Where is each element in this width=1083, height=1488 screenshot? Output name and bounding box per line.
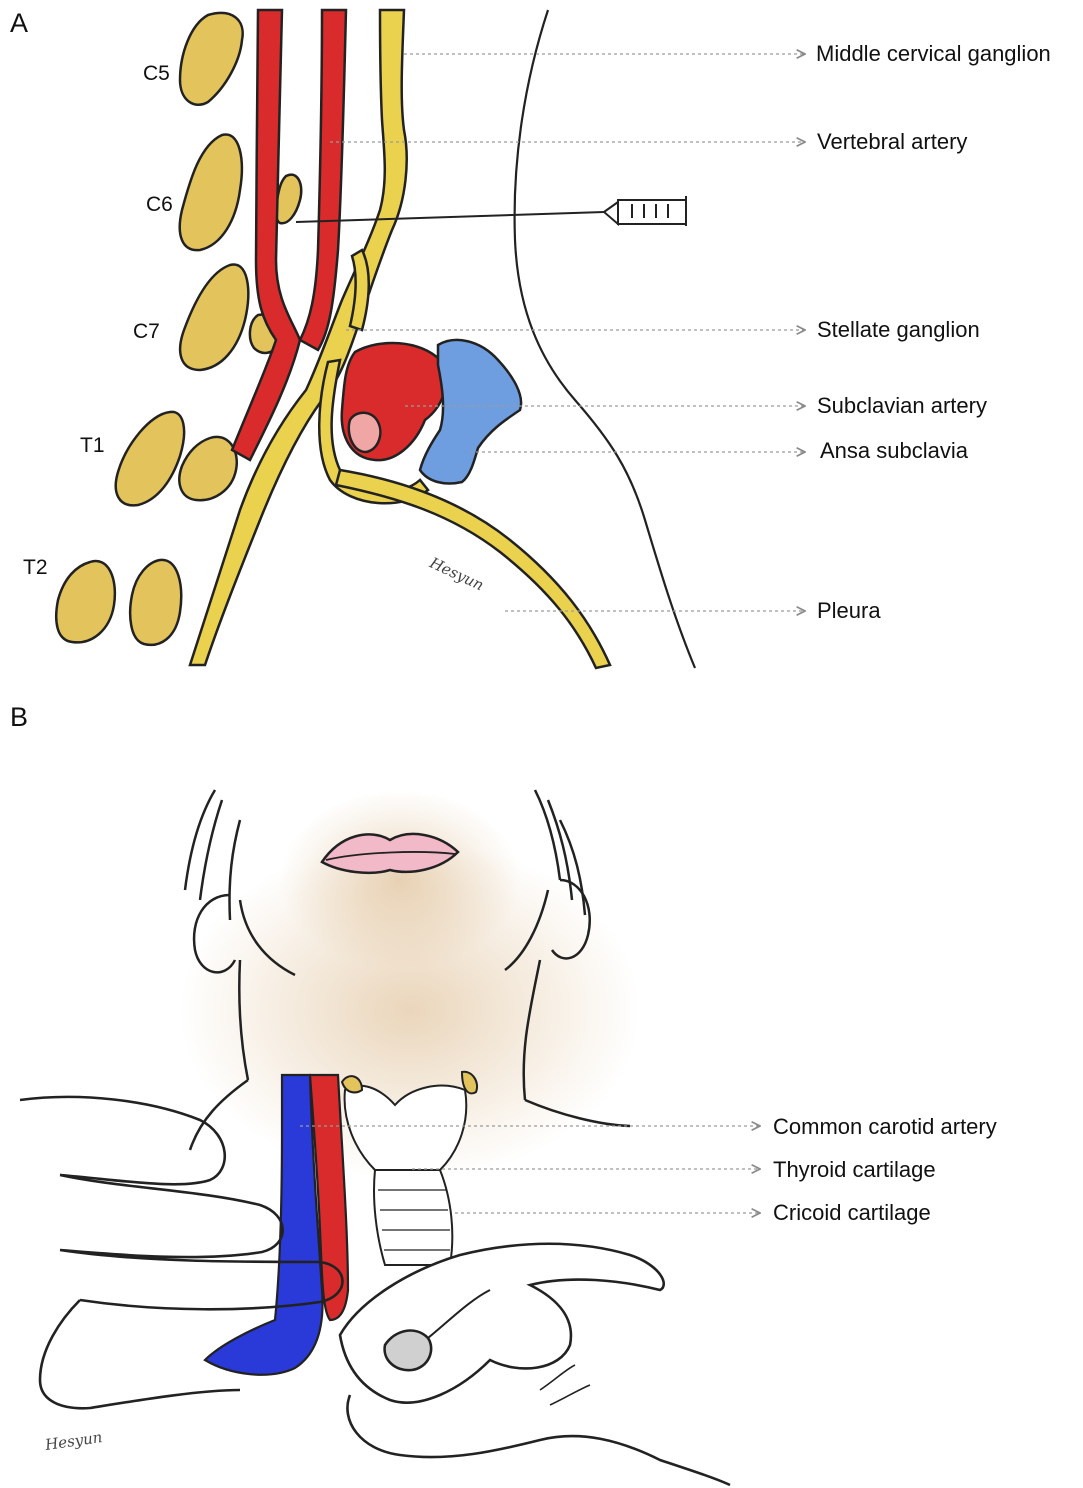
right-hand [340,1244,664,1403]
label-pleura: Pleura [817,598,881,624]
common-carotid-artery-a [232,10,300,460]
vertebra-t1-process [179,437,236,500]
vertebra-c6-process [276,175,301,224]
syringe-b [385,1331,432,1371]
label-thyroid-cartilage: Thyroid cartilage [773,1157,936,1183]
vertebra-c6 [180,134,242,250]
label-stellate-ganglion: Stellate ganglion [817,317,980,343]
panel-a-letter: A [10,8,28,39]
label-ansa-subclavia: Ansa subclavia [820,438,968,464]
subclavian-artery-lumen [349,413,381,452]
vertebra-label-t2: T2 [23,556,48,580]
right-hand-lower [347,1395,730,1485]
arteries-panel-a [232,10,446,460]
panel-b-letter: B [10,702,28,733]
vertebra-t2-left [56,561,115,642]
vertebra-label-c6: C6 [146,193,173,217]
vertebra-c5 [180,13,243,105]
vertebral-artery-a [300,10,346,350]
vertebra-label-c7: C7 [133,320,160,344]
vertebra-label-t1: T1 [80,434,105,458]
cricoid-cartilage-shape [374,1170,452,1265]
label-common-carotid-artery: Common carotid artery [773,1114,997,1140]
chin-shading [280,790,520,970]
label-subclavian-artery: Subclavian artery [817,393,987,419]
vertebra-c7 [180,264,248,370]
panel-b-drawing [20,790,760,1485]
label-middle-cervical-ganglion: Middle cervical ganglion [816,41,1051,67]
label-vertebral-artery: Vertebral artery [817,129,967,155]
vertebra-t1 [116,412,184,506]
vertebra-t2-right [130,560,181,645]
fingertip-lines [540,1365,590,1405]
label-cricoid-cartilage: Cricoid cartilage [773,1200,931,1226]
syringe-icon [296,196,686,226]
vertebra-label-c5: C5 [143,62,170,86]
